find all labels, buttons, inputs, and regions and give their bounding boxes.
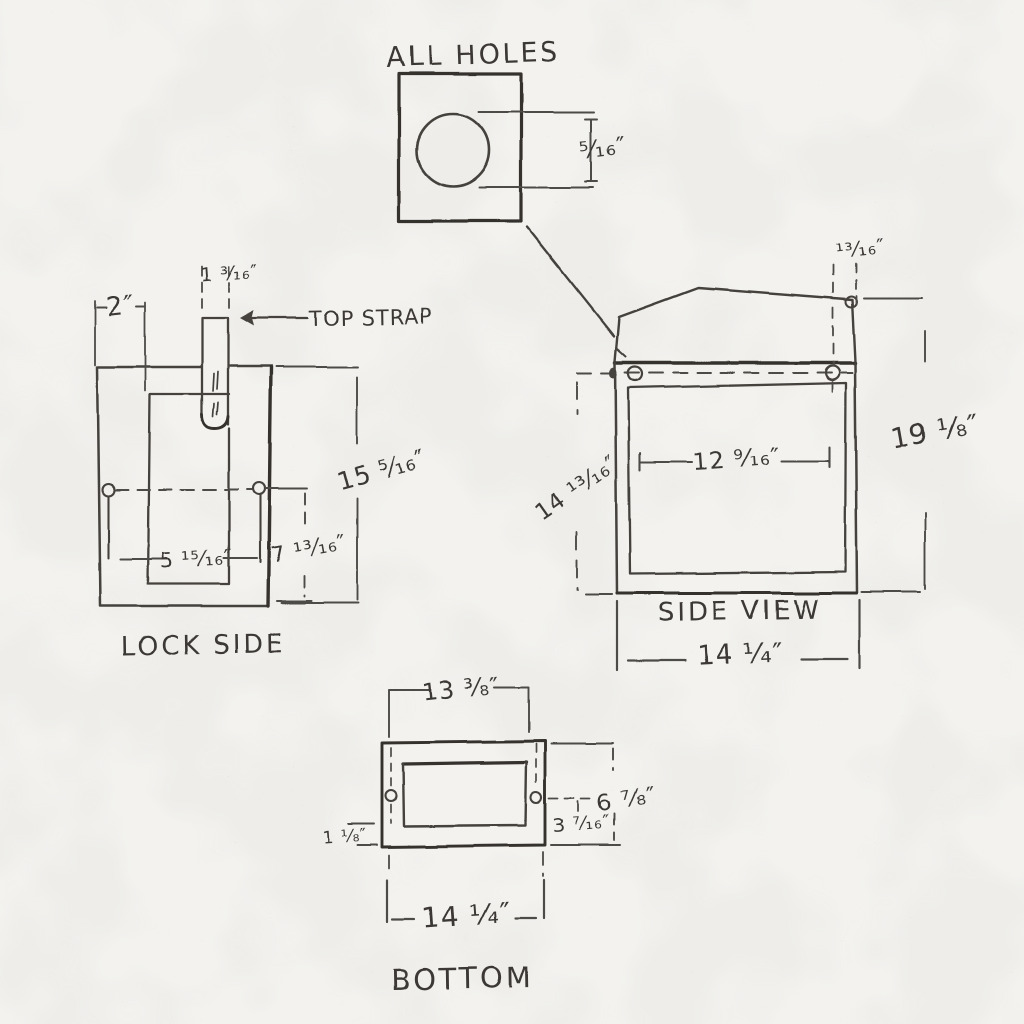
drawing-canvas: ALL HOLES ⁵⁄₁₆″ 1 ³⁄₁₆″ 2″ bbox=[0, 0, 1024, 1024]
scanned-drawing-page: ALL HOLES ⁵⁄₁₆″ 1 ³⁄₁₆″ 2″ bbox=[0, 0, 1024, 1024]
photocopy-speckle-overlay bbox=[0, 0, 1024, 1024]
